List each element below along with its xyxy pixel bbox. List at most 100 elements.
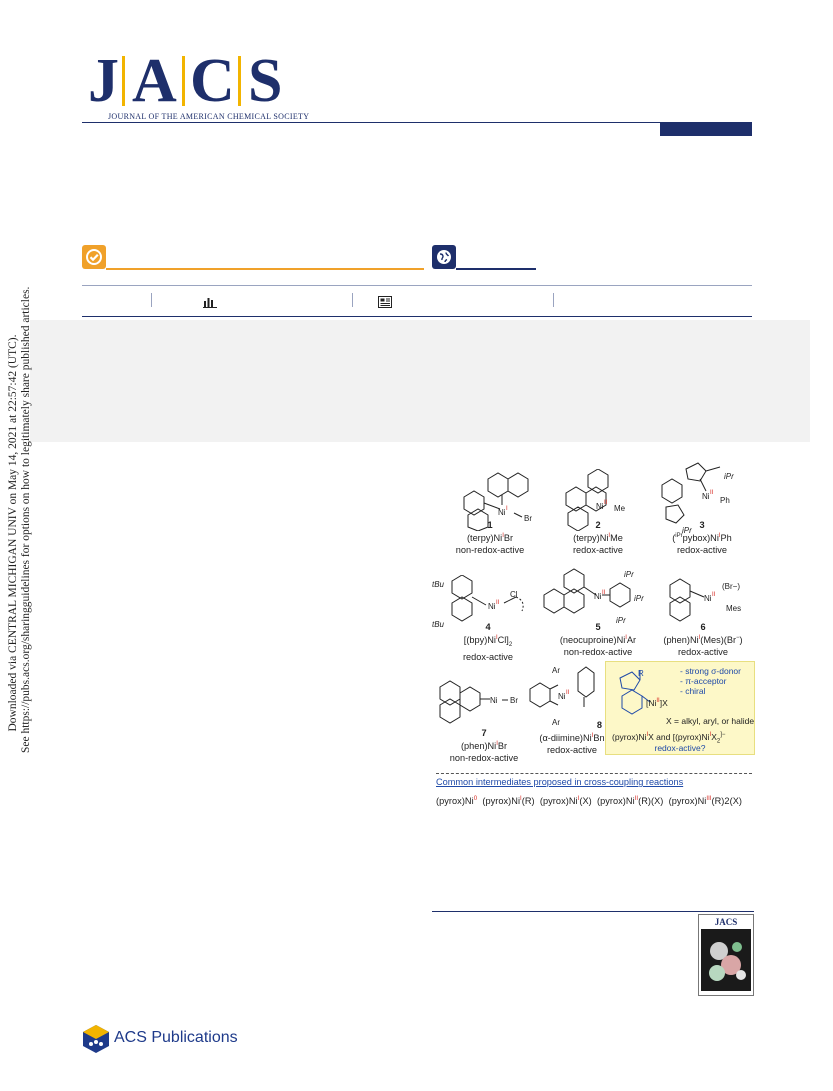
download-notice: Downloaded via CENTRAL MICHIGAN UNIV on … [0,287,40,760]
ligand-superscript: iPr [675,533,683,539]
structure-8: Ar Ar Ni II [528,663,608,729]
logo-letter-j: J [88,47,119,115]
cover-art [701,929,751,991]
compound-formula-ligand: Cl] [497,635,509,646]
acs-hexagon-icon [83,1025,109,1053]
ligand-label: Br [524,514,532,523]
compound-8-caption: 8 (α-diimine)NiIBn redox-active [532,719,612,756]
ligand-label: Me [614,504,626,513]
atom-label: Ni [558,692,566,701]
oxidation-state: I [608,533,611,539]
substituent-label: Ar [552,666,560,675]
charge-superscript: ]− [720,732,726,739]
compound-formula: [(bpy)Ni [463,635,496,646]
redox-label: redox-active [676,545,728,556]
structure-4: tBu tBu Ni II Cl [432,575,544,631]
atom-label: Ni [594,592,602,601]
oxidation-state: I [718,533,721,539]
oxidation-state: III [706,796,712,802]
intermediate-formula-ligand: (R) [521,796,535,807]
oxidation-state: I [496,741,498,747]
compound-number: 2 [595,520,601,530]
feature-item: - strong σ-donor [680,666,741,676]
atom-label: Ni [702,492,710,501]
oxidation-state: I [646,732,649,739]
logo-letter-s: S [248,47,283,115]
intermediate-formula-ligand: (X) [579,796,592,807]
compound-formula-ligand: Bn [593,733,605,744]
compound-formula-ligand: Ph [720,533,732,544]
nickel-complexes-figure: Ni I Br 1 (terpy)NiIBr non-redox-active … [432,455,755,815]
substituent-label: tBu [432,580,445,589]
oxidation-sup: II [496,600,500,606]
acs-publications-logo[interactable]: ACS Publications [82,1024,242,1056]
compound-formula: (phen)Ni [663,635,699,646]
ligand-label: Br [510,696,518,705]
compound-3-caption: 3 (iPrpybox)NiIPh redox-active [650,519,754,556]
journal-cover-thumbnail[interactable]: JACS [698,914,754,996]
structure-7: Ni Br [438,679,528,725]
structure-6: Ni II (Br−) Mes [668,577,754,623]
compound-formula: ( [672,533,676,544]
compound-formula: (terpy)Ni [573,533,609,544]
metrics-bar-bottom-rule [82,316,752,317]
intermediate-formula-ligand: (R)(X) [638,796,664,807]
open-access-rule [106,268,424,270]
pyrox-highlight-box: R [NiII]X - strong σ-donor - π-acceptor … [605,661,755,755]
oxidation-state: I [698,635,701,641]
substituent-label: Ar [552,718,560,727]
metrics-divider [553,293,554,307]
pyrox-species-text: X and [(pyrox)Ni [648,732,710,742]
sharing-guidelines-link[interactable]: See https://pubs.acs.org/sharingguidelin… [20,286,32,753]
structure-5: Ni II iPr iPr iPr [540,567,652,625]
metrics-divider [151,293,152,307]
globe-rule [456,268,536,270]
journal-logo[interactable]: J A C S JOURNAL OF THE AMERICAN CHEMICAL… [82,47,312,121]
intermediate-item: (pyrox)NiIII(R)2(X) [669,796,742,806]
intermediates-heading: Common intermediates proposed in cross-c… [436,777,684,787]
toc-rule [432,911,754,912]
globe-icon[interactable] [432,245,456,269]
compound-formula-ligand: Br [503,533,514,544]
download-notice-line: Downloaded via CENTRAL MICHIGAN UNIV on … [7,334,19,732]
intermediate-item: (pyrox)NiI(R) [482,796,534,806]
atom-label: Ni [704,594,712,603]
intermediate-formula: (pyrox)Ni [596,796,635,807]
oxidation-sup: II [602,590,606,596]
open-access-check-icon[interactable] [82,245,106,269]
formula-subscript: 2 [716,738,721,745]
compound-formula: pybox)Ni [682,533,719,544]
compound-formula: (α-diimine)Ni [539,733,592,744]
compound-2-caption: 2 (terpy)NiIMe redox-active [544,519,652,556]
redox-label: redox-active [572,545,624,556]
journal-subtitle: JOURNAL OF THE AMERICAN CHEMICAL SOCIETY [108,112,310,121]
atom-label: Ni [596,502,604,511]
compound-6-caption: 6 (phen)NiI(Mes)(Br−) redox-active [652,621,754,658]
oxidation-sup: II [710,490,714,496]
pyrox-atom-end: ]X [659,698,668,708]
figure-divider [436,773,752,774]
structure-3: Ni II Ph iPr iPr [660,461,754,533]
oxidation-sup: II [604,500,608,506]
intermediate-formula: (pyrox)Ni [539,796,578,807]
compound-5-caption: 5 (neocuproine)NiIAr non-redox-active [544,621,652,658]
compound-formula-ligand: Br [497,741,508,752]
compound-number: 5 [595,622,601,632]
compound-number: 3 [699,520,705,530]
atom-label: Ni [488,602,496,611]
atom-label: Ni [498,508,506,517]
pyrox-metal-label: [NiII]X [646,698,668,708]
intermediate-item: (pyrox)NiII(R)(X) [597,796,663,806]
compound-formula-ligand: Ar [626,635,637,646]
article-recommendations-icon[interactable] [378,295,392,308]
feature-item: - chiral [680,686,706,696]
compound-number: 1 [487,520,493,530]
oxidation-state: I [495,635,498,641]
logo-letter-c: C [190,47,235,115]
oxidation-state: I [577,796,580,802]
metrics-bar-chart-icon[interactable] [203,295,217,308]
oxidation-state: I [520,796,522,802]
pyrox-species-text: (pyrox)Ni [612,732,647,742]
intermediate-formula-ligand: (R)2(X) [711,796,742,807]
compound-number: 7 [481,728,487,738]
